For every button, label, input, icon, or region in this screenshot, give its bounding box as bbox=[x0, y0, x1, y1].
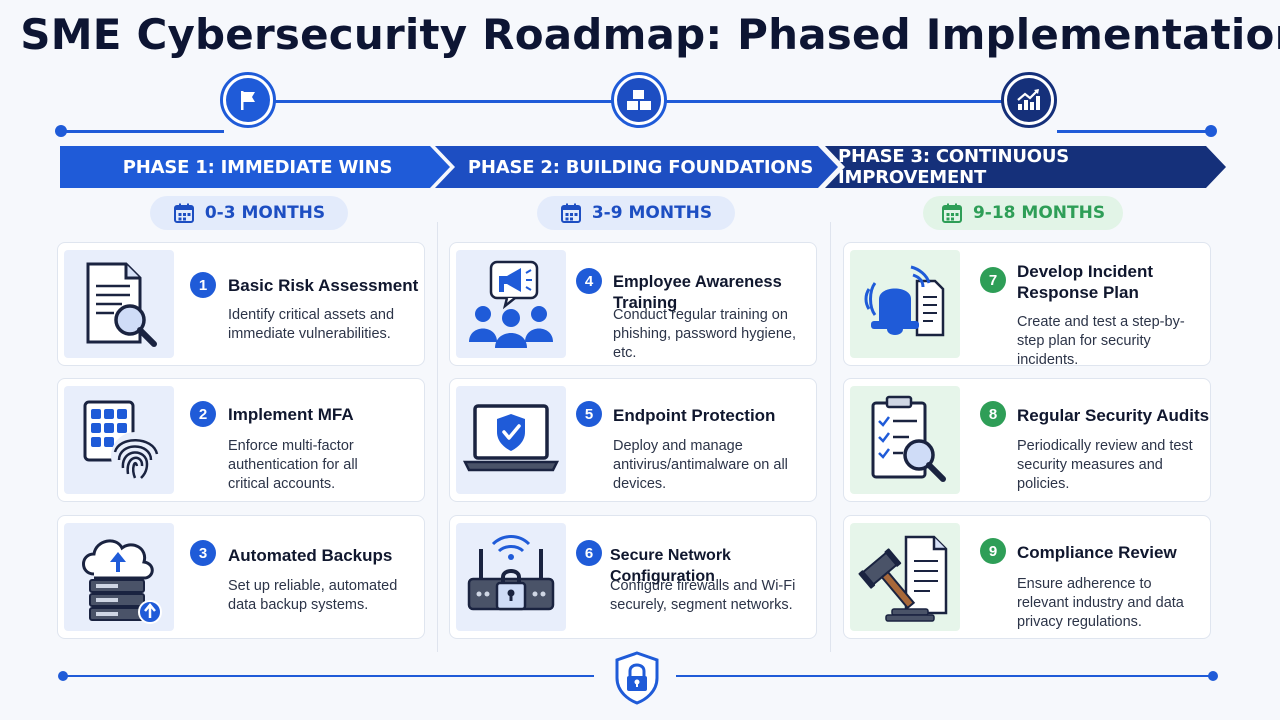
card-employee-training: 4 Employee Awareness Training Conduct re… bbox=[449, 242, 817, 366]
card-endpoint-protection: 5 Endpoint Protection Deploy and manage … bbox=[449, 378, 817, 502]
card-description: Enforce multi-factor authentication for … bbox=[228, 438, 358, 492]
checklist-audit-icon bbox=[850, 386, 960, 494]
duration-label: 0-3 MONTHS bbox=[204, 203, 326, 223]
timeline-line bbox=[1057, 130, 1209, 133]
document-search-icon bbox=[64, 250, 174, 358]
card-description: Create and test a step-by-step plan for … bbox=[1017, 314, 1185, 368]
card-title: Secure Network Configuration bbox=[610, 547, 731, 585]
column-divider bbox=[830, 222, 831, 652]
card-title: Endpoint Protection bbox=[613, 406, 776, 425]
card-description: Configure firewalls and Wi-Fi securely, … bbox=[610, 578, 796, 613]
timeline-end-dot bbox=[1205, 125, 1217, 137]
phase-3-milestone bbox=[1001, 72, 1057, 128]
card-compliance-review: 9 Compliance Review Ensure adherence to … bbox=[843, 515, 1211, 639]
card-description: Ensure adherence to relevant industry an… bbox=[1017, 576, 1184, 630]
gavel-document-icon bbox=[850, 523, 960, 631]
step-number: 9 bbox=[980, 538, 1006, 564]
laptop-shield-icon bbox=[456, 386, 566, 494]
phase-3-duration: 9-18 MONTHS bbox=[923, 196, 1123, 230]
card-implement-mfa: 2 Implement MFA Enforce multi-factor aut… bbox=[57, 378, 425, 502]
timeline-start-dot bbox=[58, 671, 68, 681]
card-secure-network: 6 Secure Network Configuration Configure… bbox=[449, 515, 817, 639]
duration-label: 3-9 MONTHS bbox=[591, 203, 713, 223]
phase-3-banner: PHASE 3: CONTINUOUS IMPROVEMENT bbox=[838, 146, 1070, 188]
timeline-line bbox=[62, 130, 224, 133]
phase-1-banner: PHASE 1: IMMEDIATE WINS bbox=[122, 156, 393, 178]
flag-icon bbox=[226, 78, 270, 122]
column-divider bbox=[437, 222, 438, 652]
timeline-line bbox=[665, 100, 1005, 103]
phase-2-milestone bbox=[611, 72, 667, 128]
calendar-icon bbox=[560, 203, 581, 223]
card-title: Regular Security Audits bbox=[1017, 406, 1210, 425]
card-description: Identify critical assets and immediate v… bbox=[228, 307, 395, 342]
megaphone-team-icon bbox=[456, 250, 566, 358]
page-title: SME Cybersecurity Roadmap: Phased Implem… bbox=[20, 10, 1280, 59]
phase-1-duration: 0-3 MONTHS bbox=[150, 196, 348, 230]
card-risk-assessment: 1 Basic Risk Assessment Identify critica… bbox=[57, 242, 425, 366]
phase-2-banner: PHASE 2: BUILDING FOUNDATIONS bbox=[467, 156, 814, 178]
alarm-bell-icon bbox=[850, 250, 960, 358]
timeline-line bbox=[64, 675, 594, 677]
calendar-icon bbox=[173, 203, 194, 223]
card-description: Periodically review and test security me… bbox=[1017, 438, 1193, 492]
calendar-icon bbox=[941, 203, 962, 223]
shield-lock-icon bbox=[615, 651, 659, 705]
step-number: 8 bbox=[980, 401, 1006, 427]
card-incident-response: 7 Develop Incident Response Plan Create … bbox=[843, 242, 1211, 368]
card-description: Conduct regular training on phishing, pa… bbox=[613, 307, 796, 361]
growth-chart-icon bbox=[1007, 78, 1051, 122]
card-title: Develop Incident Response Plan bbox=[1017, 262, 1154, 302]
timeline-line bbox=[274, 100, 614, 103]
step-number: 1 bbox=[190, 272, 216, 298]
step-number: 3 bbox=[190, 540, 216, 566]
card-description: Set up reliable, automated data backup s… bbox=[228, 578, 398, 613]
card-title: Automated Backups bbox=[228, 546, 393, 565]
card-security-audits: 8 Regular Security Audits Periodically r… bbox=[843, 378, 1211, 502]
timeline-line bbox=[676, 675, 1212, 677]
timeline-end-dot bbox=[1208, 671, 1218, 681]
phase-2-duration: 3-9 MONTHS bbox=[537, 196, 735, 230]
card-description: Deploy and manage antivirus/antimalware … bbox=[613, 438, 788, 492]
step-number: 7 bbox=[980, 267, 1006, 293]
step-number: 4 bbox=[576, 268, 602, 294]
phase-banners bbox=[60, 146, 1226, 188]
card-title: Implement MFA bbox=[228, 405, 354, 424]
router-lock-icon bbox=[456, 523, 566, 631]
card-title: Basic Risk Assessment bbox=[228, 276, 419, 295]
blocks-icon bbox=[617, 78, 661, 122]
cloud-backup-icon bbox=[64, 523, 174, 631]
duration-label: 9-18 MONTHS bbox=[972, 203, 1106, 223]
step-number: 5 bbox=[576, 401, 602, 427]
phase-1-milestone bbox=[220, 72, 276, 128]
step-number: 6 bbox=[576, 540, 602, 566]
fingerprint-icon bbox=[64, 386, 174, 494]
card-title: Employee Awareness Training bbox=[613, 273, 782, 312]
step-number: 2 bbox=[190, 401, 216, 427]
card-title: Compliance Review bbox=[1017, 543, 1177, 562]
card-automated-backups: 3 Automated Backups Set up reliable, aut… bbox=[57, 515, 425, 639]
timeline-start-dot bbox=[55, 125, 67, 137]
